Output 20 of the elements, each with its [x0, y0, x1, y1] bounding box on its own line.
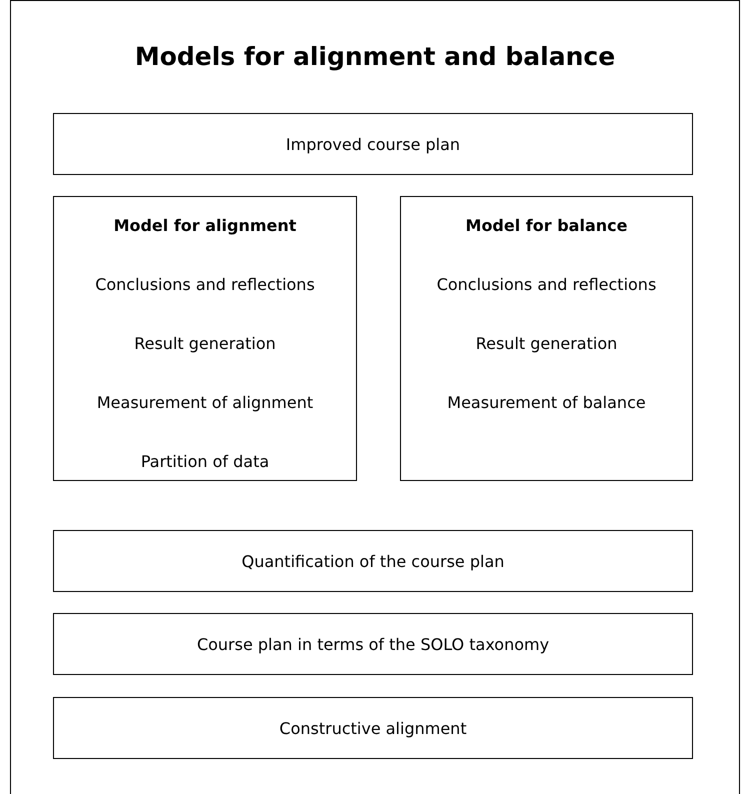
step-text: Result generation — [476, 333, 618, 354]
model-box — [400, 196, 693, 481]
box-text: Improved course plan — [286, 134, 460, 154]
step-text: Measurement of balance — [447, 392, 646, 413]
layer-box — [53, 697, 693, 759]
layer-box — [53, 113, 693, 175]
box-heading: Model for balance — [466, 215, 628, 236]
model-box — [53, 196, 357, 481]
step-text: Conclusions and reflections — [95, 274, 315, 295]
box-text: Quantification of the course plan — [242, 552, 504, 570]
box-heading: Model for alignment — [114, 215, 296, 236]
step-text: Partition of data — [140, 451, 270, 472]
diagram-title: Models for alignment and balance — [134, 42, 616, 71]
step-text: Conclusions and reflections — [436, 274, 656, 295]
layer-box — [53, 613, 693, 675]
step-text: Measurement of alignment — [96, 392, 314, 413]
box-text: Constructive alignment — [279, 718, 467, 738]
box-text: Course plan in terms of the SOLO taxonomy — [196, 634, 550, 654]
step-text: Result generation — [134, 333, 276, 354]
layer-box — [53, 530, 693, 592]
